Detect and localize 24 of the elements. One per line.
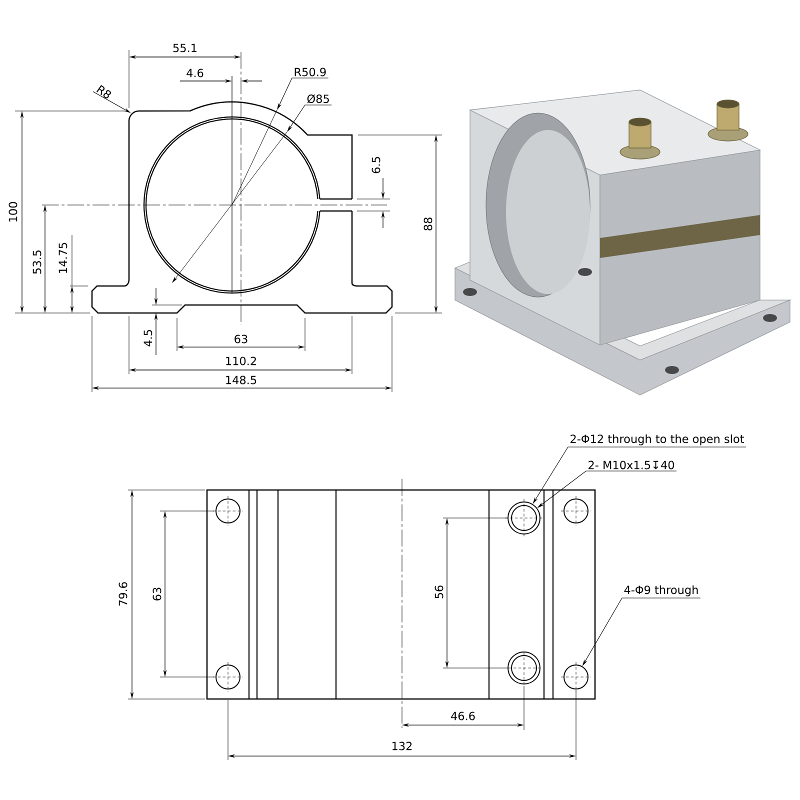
counterbore-hole: [504, 498, 544, 538]
dimension-text: 132: [392, 742, 412, 750]
dimension-text: 110.2: [226, 356, 256, 366]
dimension-text: 4.5: [144, 330, 152, 346]
callout-text: R8: [96, 84, 111, 98]
callout-text: 2-Φ12 through to the open slot: [570, 434, 744, 446]
callout-text: Ø85: [307, 94, 329, 104]
dimension-text: 46.6: [451, 712, 475, 720]
callout-text: R50.9: [294, 68, 326, 76]
dimension-text: 56: [434, 586, 444, 598]
dimension-text: 63: [234, 334, 248, 344]
dimension-text: 53.5: [32, 250, 42, 274]
dimension-text: 63: [152, 588, 162, 600]
mounting-hole: [560, 662, 592, 692]
dimension-text: 88: [424, 218, 432, 230]
dimension-text: 100: [8, 202, 18, 222]
dimension-text: 4.6: [186, 68, 204, 78]
callout-text: 2- M10x1.5↧40: [588, 460, 674, 470]
dimension-text: 148.5: [226, 376, 256, 384]
dimension-text: 6.5: [372, 157, 380, 174]
dimension-text: 79.6: [118, 582, 128, 606]
callout-text: 4-Φ9 through: [624, 585, 698, 596]
dimension-text: 55.1: [173, 44, 196, 52]
dimension-text: 14.75: [58, 242, 68, 273]
